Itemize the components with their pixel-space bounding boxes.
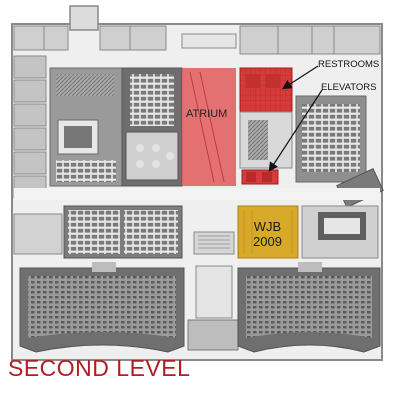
arrow-icon (268, 65, 323, 173)
elevators-label: ELEVATORS (321, 82, 377, 93)
restrooms-label: RESTROOMS (318, 59, 380, 70)
southwest-classrooms (63, 205, 183, 259)
room-label-line2: 2009 (253, 234, 282, 249)
desk-room-north (121, 67, 183, 187)
north-rooms (13, 25, 381, 55)
west-center-rooms (49, 67, 123, 187)
central-stairs (187, 231, 239, 351)
southeast-rooms (301, 205, 379, 259)
east-core (239, 111, 293, 169)
room-label-line1: WJB (253, 219, 282, 234)
corridor (14, 188, 380, 200)
room-wjb-2009 (237, 205, 299, 259)
lecture-hall-east (237, 262, 381, 353)
room-label: WJB 2009 (253, 219, 282, 249)
atrium-label: ATRIUM (186, 108, 228, 120)
restrooms-area (239, 67, 293, 113)
lecture-hall-west (19, 262, 185, 353)
elevators-area (241, 169, 279, 185)
atrium-area (182, 68, 236, 186)
map-title: SECOND LEVEL (8, 355, 191, 381)
